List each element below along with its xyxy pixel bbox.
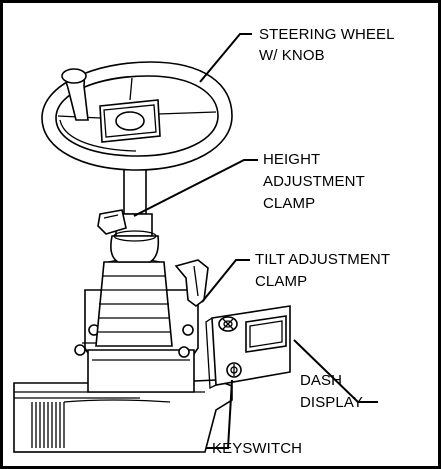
height-clamp-label-line3: CLAMP [263,195,315,212]
leader-lines [133,33,378,449]
tilt-clamp-label-line2: CLAMP [255,273,307,290]
keyswitch-label: KEYSWITCH [212,440,302,457]
callout-height-clamp: HEIGHT ADJUSTMENT CLAMP [263,151,365,212]
height-clamp-label-line2: ADJUSTMENT [263,173,365,190]
tilt-clamp-label-line1: TILT ADJUSTMENT [255,251,390,268]
steering-wheel-label-line1: STEERING WHEEL [259,26,395,43]
callout-dash-display: DASH DISPLAY [300,372,363,411]
dash-display-label-line2: DISPLAY [300,394,363,411]
steering-knob [61,68,89,121]
column-boot [95,258,173,347]
callout-steering-wheel: STEERING WHEEL W/ KNOB [259,26,395,64]
keyswitch [226,362,242,378]
steering-wheel [41,61,233,171]
steering-wheel-label-line2: W/ KNOB [259,47,325,64]
dash-panel [205,305,291,390]
indicator-light [218,316,238,332]
callout-tilt-clamp: TILT ADJUSTMENT CLAMP [255,251,390,290]
machine-body [13,379,233,453]
callout-keyswitch: KEYSWITCH [212,440,302,457]
height-clamp-label-line1: HEIGHT [263,151,320,168]
tilt-adjustment-clamp [174,259,209,307]
dash-display-label-line1: DASH [300,372,342,389]
height-adjustment-clamp [97,209,127,235]
